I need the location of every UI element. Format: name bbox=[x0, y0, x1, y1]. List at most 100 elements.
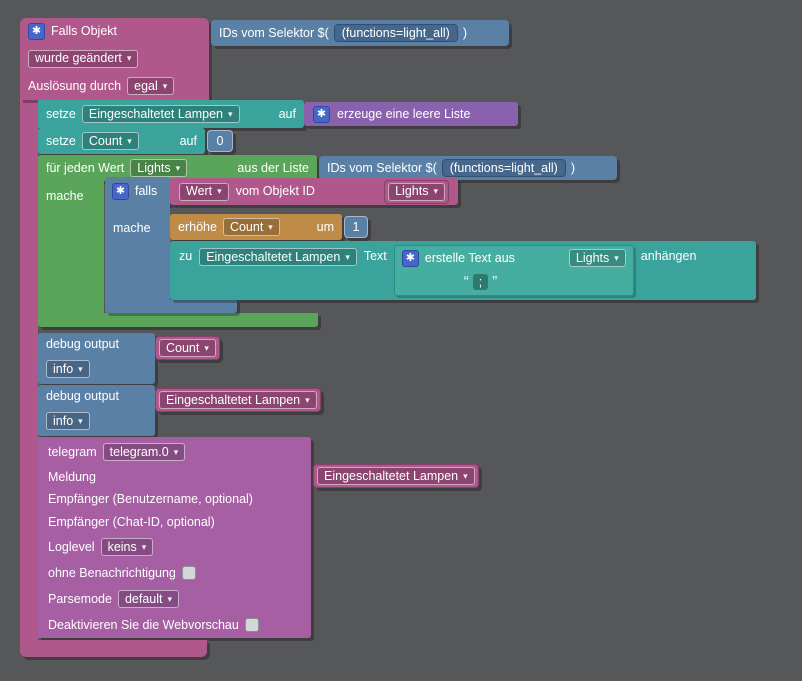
dropdown-label: Wert bbox=[186, 184, 213, 199]
selector-value-block-loop[interactable]: IDs vom Selektor $( (functions=light_all… bbox=[319, 156, 617, 180]
gear-icon[interactable]: ✱ bbox=[28, 23, 45, 40]
loglevel-dropdown[interactable]: keins ▾ bbox=[100, 538, 154, 557]
append-to-text-variable-block[interactable]: zu Eingeschaltetet Lampen ▾ Text ✱ erste… bbox=[170, 241, 756, 300]
increment-variable-block[interactable]: erhöhe Count ▾ um bbox=[170, 214, 342, 240]
trigger-block-spine[interactable] bbox=[20, 100, 38, 640]
chevron-down-icon: ▾ bbox=[268, 221, 273, 232]
variable-dropdown[interactable]: Count ▾ bbox=[159, 339, 216, 357]
variable-dropdown[interactable]: Eingeschaltetet Lampen ▾ bbox=[317, 467, 475, 485]
to-keyword: auf bbox=[179, 133, 197, 148]
if-block[interactable]: ✱ falls bbox=[105, 177, 170, 205]
dropdown-label: Lights bbox=[137, 160, 171, 175]
selector-suffix: ) bbox=[462, 25, 467, 40]
recipient-chat-label: Empfänger (Chat-ID, optional) bbox=[48, 514, 215, 529]
dropdown-label: wurde geändert bbox=[35, 51, 122, 66]
dropdown-label: Eingeschaltetet Lampen bbox=[166, 392, 301, 407]
dropdown-label: Count bbox=[229, 219, 264, 234]
variable-dropdown[interactable]: Lights ▾ bbox=[388, 182, 445, 201]
trigger-changed-dropdown[interactable]: wurde geändert ▾ bbox=[28, 49, 139, 68]
create-text-variable-dropdown[interactable]: Lights ▾ bbox=[568, 249, 626, 267]
dropdown-label: telegram.0 bbox=[109, 444, 169, 459]
webpreview-checkbox[interactable] bbox=[244, 617, 259, 632]
chevron-down-icon: ▾ bbox=[228, 108, 233, 119]
delimiter-field[interactable]: ; bbox=[472, 273, 489, 290]
loglevel-label: Loglevel bbox=[48, 539, 95, 554]
foreach-loop-body[interactable]: mache bbox=[38, 181, 104, 313]
to-keyword: auf bbox=[278, 106, 296, 121]
chevron-down-icon: ▾ bbox=[614, 252, 619, 263]
dropdown-label: Eingeschaltetet Lampen bbox=[324, 468, 459, 483]
append-variable-dropdown[interactable]: Eingeschaltetet Lampen ▾ bbox=[199, 248, 357, 266]
increment-keyword: erhöhe bbox=[178, 219, 217, 234]
foreach-loop-bottom[interactable] bbox=[38, 313, 318, 327]
selector-prefix: IDs vom Selektor $( bbox=[327, 160, 437, 175]
selector-pattern-field[interactable]: (functions=light_all) bbox=[441, 158, 566, 178]
number-value: 1 bbox=[352, 219, 360, 234]
create-text-from-block[interactable]: ✱ erstelle Text aus Lights ▾ “ ; ” bbox=[393, 245, 634, 296]
do-keyword: mache bbox=[46, 189, 84, 203]
variable-block-message[interactable]: Eingeschaltetet Lampen ▾ bbox=[313, 464, 479, 488]
recipient-user-label: Empfänger (Benutzername, optional) bbox=[48, 492, 253, 507]
silent-checkbox[interactable] bbox=[181, 566, 196, 581]
set-keyword: setze bbox=[46, 106, 76, 121]
gear-icon[interactable]: ✱ bbox=[401, 249, 419, 267]
variable-block-lights[interactable]: Lights ▾ bbox=[384, 179, 449, 204]
object-value-condition-block[interactable]: Wert ▾ vom Objekt ID Lights ▾ bbox=[170, 178, 458, 205]
message-label: Meldung bbox=[48, 469, 96, 484]
variable-dropdown[interactable]: Eingeschaltetet Lampen ▾ bbox=[159, 391, 317, 409]
selector-pattern-field[interactable]: (functions=light_all) bbox=[333, 23, 458, 43]
parsemode-dropdown[interactable]: default ▾ bbox=[117, 590, 179, 609]
selector-value-block-trigger[interactable]: IDs vom Selektor $( (functions=light_all… bbox=[211, 20, 509, 46]
foreach-loop-block[interactable]: für jeden Wert Lights ▾ aus der Liste bbox=[38, 155, 317, 181]
chevron-down-icon: ▾ bbox=[162, 80, 168, 91]
by-keyword: um bbox=[316, 219, 334, 234]
set-keyword: setze bbox=[46, 133, 76, 148]
trigger-title: Falls Objekt bbox=[51, 24, 117, 39]
dropdown-label: Count bbox=[166, 340, 200, 355]
chevron-down-icon: ▾ bbox=[78, 415, 83, 426]
foreach-variable-dropdown[interactable]: Lights ▾ bbox=[130, 159, 188, 177]
set-variable-count-block[interactable]: setze Count ▾ auf bbox=[38, 128, 205, 154]
to-keyword: zu bbox=[179, 249, 193, 263]
chevron-down-icon: ▾ bbox=[175, 162, 181, 173]
debug-level-dropdown[interactable]: info ▾ bbox=[46, 360, 90, 378]
append-keyword: anhängen bbox=[640, 249, 697, 263]
selector-suffix: ) bbox=[570, 160, 575, 175]
selector-prefix: IDs vom Selektor $( bbox=[219, 25, 329, 40]
if-block-bottom[interactable] bbox=[105, 300, 237, 313]
ausloesung-label: Auslösung durch bbox=[28, 78, 122, 93]
trigger-ausloesung-dropdown[interactable]: egal ▾ bbox=[127, 77, 175, 95]
telegram-instance-dropdown[interactable]: telegram.0 ▾ bbox=[102, 443, 186, 461]
set-lampen-variable-dropdown[interactable]: Eingeschaltetet Lampen ▾ bbox=[81, 105, 240, 123]
create-text-label: erstelle Text aus bbox=[424, 250, 515, 265]
increment-variable-dropdown[interactable]: Count ▾ bbox=[222, 218, 280, 236]
on-change-trigger-block[interactable]: ✱ Falls Objekt wurde geändert ▾ Auslösun… bbox=[20, 18, 209, 100]
dropdown-label: info bbox=[53, 413, 74, 428]
debug-level-dropdown[interactable]: info ▾ bbox=[46, 412, 90, 430]
foreach-keyword: für jeden Wert bbox=[46, 160, 125, 175]
number-value: 0 bbox=[216, 133, 224, 148]
telegram-send-block[interactable]: telegram telegram.0 ▾ Meldung Empfänger … bbox=[38, 437, 311, 638]
empty-list-label: erzeuge eine leere Liste bbox=[337, 106, 471, 121]
wert-dropdown[interactable]: Wert ▾ bbox=[179, 182, 229, 201]
number-value-block-one[interactable]: 1 bbox=[344, 216, 368, 238]
variable-block-count[interactable]: Count ▾ bbox=[155, 336, 220, 360]
gear-icon[interactable]: ✱ bbox=[112, 182, 129, 200]
set-variable-lampen-block[interactable]: setze Eingeschaltetet Lampen ▾ auf bbox=[38, 100, 304, 128]
debug-output-count-block[interactable]: debug output info ▾ bbox=[38, 333, 155, 384]
gear-icon[interactable]: ✱ bbox=[313, 105, 330, 123]
trigger-block-bottom[interactable] bbox=[20, 640, 207, 657]
set-count-variable-dropdown[interactable]: Count ▾ bbox=[81, 132, 139, 150]
create-empty-list-block[interactable]: ✱ erzeuge eine leere Liste bbox=[304, 102, 518, 126]
number-value-block-zero[interactable]: 0 bbox=[207, 130, 233, 152]
dropdown-label: Eingeschaltetet Lampen bbox=[206, 249, 341, 264]
debug-label: debug output bbox=[46, 337, 119, 351]
quote-open-icon: “ bbox=[463, 273, 469, 291]
chevron-down-icon: ▾ bbox=[141, 541, 147, 552]
object-id-label: vom Objekt ID bbox=[235, 184, 315, 199]
if-block-body[interactable]: mache bbox=[105, 205, 170, 300]
silent-label: ohne Benachrichtigung bbox=[48, 565, 176, 580]
debug-output-lampen-block[interactable]: debug output info ▾ bbox=[38, 385, 155, 436]
variable-block-lampen[interactable]: Eingeschaltetet Lampen ▾ bbox=[155, 388, 321, 412]
